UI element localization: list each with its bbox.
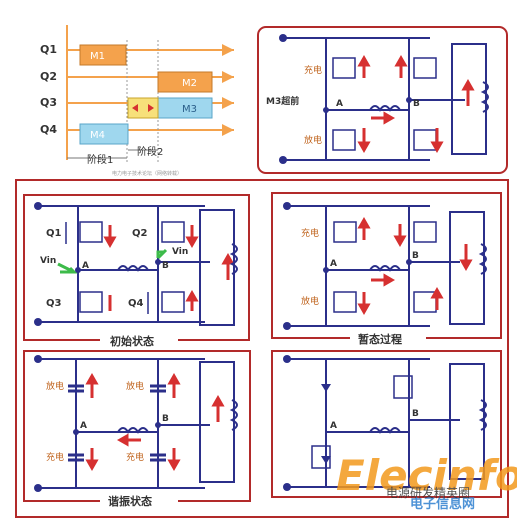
panel-resonant: 放电 充电 放电 充电 A B 谐振状态: [23, 350, 251, 509]
watermark-source: 电源研发精英圈: [386, 485, 470, 500]
transient-discharge-label: 放电: [301, 295, 319, 307]
resonant-node-a: A: [80, 421, 87, 431]
transient-caption: 暂态过程: [358, 332, 402, 346]
watermark-subtitle: 电子信息网: [410, 496, 475, 512]
timing-bar-m4: [79, 123, 129, 145]
phase-2-label: 阶段2: [137, 145, 163, 158]
initial-q1-label: Q1: [46, 228, 62, 239]
final-node-a: A: [330, 421, 337, 431]
resonant-discharge-left: 放电: [46, 380, 64, 392]
timing-bar-label-m2: M2: [182, 78, 197, 89]
resonant-charge-left: 充电: [46, 451, 64, 463]
panel-transient: 充电 放电 A B 暂态过程: [271, 192, 502, 346]
timing-row-q3: Q3: [40, 96, 57, 109]
resonant-node-b: B: [162, 414, 169, 424]
phase-1-label: 阶段1: [87, 153, 113, 166]
timing-row-q2: Q2: [40, 70, 57, 83]
initial-caption: 初始状态: [110, 334, 154, 348]
initial-node-a: A: [82, 261, 89, 271]
m3-discharge-label: 放电: [304, 134, 322, 146]
lower-frame: [15, 179, 509, 518]
initial-node-b: B: [162, 261, 169, 271]
initial-vin-right: Vin: [172, 247, 188, 257]
panel-initial-state: Q1 Q2 Q3 Q4 Vin Vin A B 初始状态: [23, 194, 250, 349]
timing-row-q4: Q4: [40, 123, 57, 136]
timing-row-q1: Q1: [40, 43, 57, 56]
initial-q3-label: Q3: [46, 298, 62, 309]
timing-source-note: 电力电子技术论坛（网络转载）: [112, 170, 182, 177]
resonant-discharge-right: 放电: [126, 380, 144, 392]
transient-node-b: B: [412, 251, 419, 261]
panel-m3-leading: 充电 放电 M3超前 A B: [257, 26, 508, 174]
initial-q2-label: Q2: [132, 228, 148, 239]
transient-node-a: A: [330, 259, 337, 269]
timing-bar-label-m1: M1: [90, 51, 105, 62]
timing-diagram: Q1 Q2 Q3 Q4 M1 M2 M3 M4 阶段1 阶段2 电力电子技术论坛…: [40, 25, 234, 177]
timing-bar-label-m4: M4: [90, 130, 105, 141]
m3-node-b: B: [413, 99, 420, 109]
watermark-logo: Elecinfo: [336, 451, 517, 500]
initial-q4-label: Q4: [128, 298, 144, 309]
final-node-b: B: [412, 409, 419, 419]
m3-mode-label: M3超前: [266, 95, 299, 107]
panel-final: A B: [271, 350, 502, 498]
timing-bar-m2: [157, 71, 213, 93]
m3-node-a: A: [336, 99, 343, 109]
elecinfo-watermark: Elecinfo 电子信息网 电源研发精英圈: [336, 451, 517, 512]
initial-vin-left: Vin: [40, 256, 56, 266]
timing-bar-label-m3: M3: [182, 104, 197, 115]
timing-bar-m1: [79, 44, 127, 66]
m3-charge-label: 充电: [304, 64, 322, 76]
transient-charge-label: 充电: [301, 227, 319, 239]
resonant-charge-right: 充电: [126, 451, 144, 463]
resonant-caption: 谐振状态: [108, 494, 152, 508]
